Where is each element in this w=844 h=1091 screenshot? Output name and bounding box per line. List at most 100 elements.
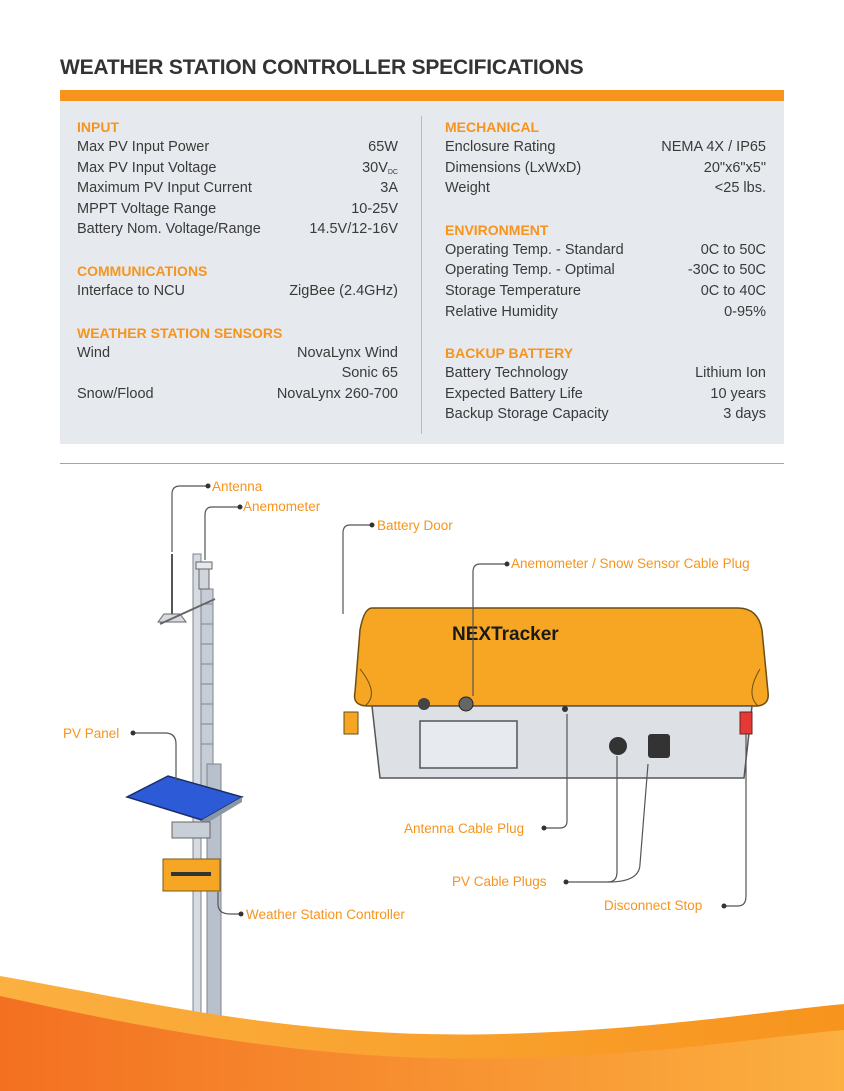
spec-label: Battery Nom. Voltage/Range bbox=[77, 221, 261, 238]
spec-value: NovaLynx 260-700 bbox=[277, 384, 398, 405]
spec-label: Dimensions (LxWxD) bbox=[445, 159, 582, 176]
label-disconnect-stop: Disconnect Stop bbox=[604, 898, 702, 913]
spec-row: Battery Nom. Voltage/Range 14.5V/12-16V bbox=[77, 219, 398, 240]
anemometer-device bbox=[195, 561, 213, 590]
spec-value: 0-95% bbox=[724, 302, 766, 323]
column-divider bbox=[421, 116, 422, 434]
spec-value-text: 10-25V bbox=[351, 200, 398, 217]
spec-value: Sonic 65 bbox=[342, 363, 398, 384]
spec-label: Maximum PV Input Current bbox=[77, 180, 252, 197]
spec-label: Backup Storage Capacity bbox=[445, 406, 609, 423]
spec-row: Snow/Flood NovaLynx 260-700 bbox=[77, 384, 398, 405]
spec-value: 10-25V bbox=[351, 199, 398, 220]
spec-label: Battery Technology bbox=[445, 365, 569, 382]
antenna-device bbox=[157, 554, 216, 625]
spec-value-text: -30C to 50C bbox=[687, 262, 766, 279]
spec-label: MPPT Voltage Range bbox=[77, 200, 217, 217]
spec-label: Wind bbox=[77, 344, 111, 361]
label-pv-cable-plugs: PV Cable Plugs bbox=[452, 874, 547, 889]
spec-label: Operating Temp. - Optimal bbox=[445, 262, 615, 279]
spec-value: 65W bbox=[368, 137, 398, 158]
spec-row: Operating Temp. - Optimal -30C to 50C bbox=[445, 260, 766, 281]
spec-label: Expected Battery Life bbox=[445, 385, 583, 402]
spec-column-left: INPUT Max PV Input Power 65W Max PV Input V… bbox=[77, 117, 398, 404]
controller-small bbox=[162, 858, 221, 892]
spec-value: 3 days bbox=[723, 404, 766, 425]
pv-plug-icon bbox=[648, 734, 670, 758]
spec-value-text: 0C to 50C bbox=[700, 241, 766, 258]
label-antenna: Antenna bbox=[212, 479, 263, 494]
section-separator bbox=[60, 463, 784, 464]
spec-value: 0C to 50C bbox=[701, 240, 766, 261]
spec-row: Wind NovaLynx Wind bbox=[77, 343, 398, 364]
label-antenna-cable-plug: Antenna Cable Plug bbox=[404, 821, 524, 836]
spec-value-text: NovaLynx 260-700 bbox=[276, 385, 398, 402]
section-battery: BACKUP BATTERY Battery Technology Lithium … bbox=[445, 343, 766, 425]
spec-value: NovaLynx Wind bbox=[297, 343, 398, 364]
accent-bar bbox=[60, 90, 784, 101]
spec-value-text: 14.5V/12-16V bbox=[309, 221, 398, 238]
label-battery-door: Battery Door bbox=[377, 518, 453, 533]
spec-value-text: 3A bbox=[380, 180, 398, 197]
spec-row: MPPT Voltage Range 10-25V bbox=[77, 199, 398, 220]
spec-row: Backup Storage Capacity 3 days bbox=[445, 404, 766, 425]
spec-row: Sonic 65 bbox=[77, 363, 398, 384]
label-sensor-cable-plug: Anemometer / Snow Sensor Cable Plug bbox=[511, 556, 750, 571]
spec-value: 10 years bbox=[710, 384, 766, 405]
brand-logo: NEXTracker bbox=[452, 624, 559, 645]
spec-value-subscript: DC bbox=[387, 168, 398, 176]
spec-label: Snow/Flood bbox=[77, 385, 154, 402]
spec-value: 0C to 40C bbox=[701, 281, 766, 302]
spec-label: Relative Humidity bbox=[445, 303, 558, 320]
spec-value: 30VDC bbox=[362, 158, 398, 179]
section-input: INPUT Max PV Input Power 65W Max PV Input V… bbox=[77, 117, 398, 240]
spec-label: Interface to NCU bbox=[77, 282, 185, 299]
label-weather-station-controller: Weather Station Controller bbox=[246, 907, 405, 922]
spec-value-text: 20"x6"x5" bbox=[703, 159, 766, 176]
spec-row: Dimensions (LxWxD) 20"x6"x5" bbox=[445, 158, 766, 179]
spec-value-text: ZigBee (2.4GHz) bbox=[289, 282, 398, 299]
spec-value: 20"x6"x5" bbox=[704, 158, 766, 179]
communications-heading: COMMUNICATIONS bbox=[77, 262, 208, 279]
spec-value-text: NovaLynx Wind bbox=[296, 344, 398, 361]
spec-value: <25 lbs. bbox=[715, 178, 766, 199]
spec-row: Battery Technology Lithium Ion bbox=[445, 363, 766, 384]
spec-row: Maximum PV Input Current 3A bbox=[77, 178, 398, 199]
spec-row: Expected Battery Life 10 years bbox=[445, 384, 766, 405]
spec-value-text: 30V bbox=[362, 159, 388, 176]
footer-wave bbox=[0, 976, 844, 1091]
controller-diagram: NEXTracker Antenna Anemometer Battery Do… bbox=[0, 479, 844, 1091]
callout-dots bbox=[130, 483, 727, 917]
label-anemometer: Anemometer bbox=[243, 499, 321, 514]
spec-row: Weight <25 lbs. bbox=[445, 178, 766, 199]
spec-row: Max PV Input Power 65W bbox=[77, 137, 398, 158]
antenna-port-icon bbox=[418, 698, 430, 710]
section-communications: COMMUNICATIONS Interface to NCU ZigBee (2.… bbox=[77, 261, 398, 302]
spec-panel bbox=[60, 101, 784, 444]
section-sensors: WEATHER STATION SENSORS Wind NovaLynx Wind… bbox=[77, 323, 398, 405]
spec-value-text: <25 lbs. bbox=[714, 180, 766, 197]
spec-row: Interface to NCU ZigBee (2.4GHz) bbox=[77, 281, 398, 302]
controller-enclosure: NEXTracker bbox=[343, 607, 769, 779]
sensor-port-icon bbox=[458, 696, 474, 712]
spec-value-text: 10 years bbox=[710, 385, 766, 402]
input-heading: INPUT bbox=[77, 119, 119, 135]
spec-value-text: 0C to 40C bbox=[700, 282, 766, 299]
spec-value-text: 65W bbox=[368, 139, 398, 155]
spec-label: Max PV Input Power bbox=[77, 139, 210, 155]
environment-heading: ENVIRONMENT bbox=[445, 221, 549, 238]
spec-value-text: 0-95% bbox=[724, 303, 766, 320]
sensors-heading: WEATHER STATION SENSORS bbox=[77, 324, 283, 341]
spec-value: Lithium Ion bbox=[695, 363, 766, 384]
battery-heading: BACKUP BATTERY bbox=[445, 345, 574, 362]
spec-row: Relative Humidity 0-95% bbox=[445, 302, 766, 323]
spec-label: Weight bbox=[445, 180, 490, 197]
pv-plug-icon bbox=[609, 737, 627, 755]
